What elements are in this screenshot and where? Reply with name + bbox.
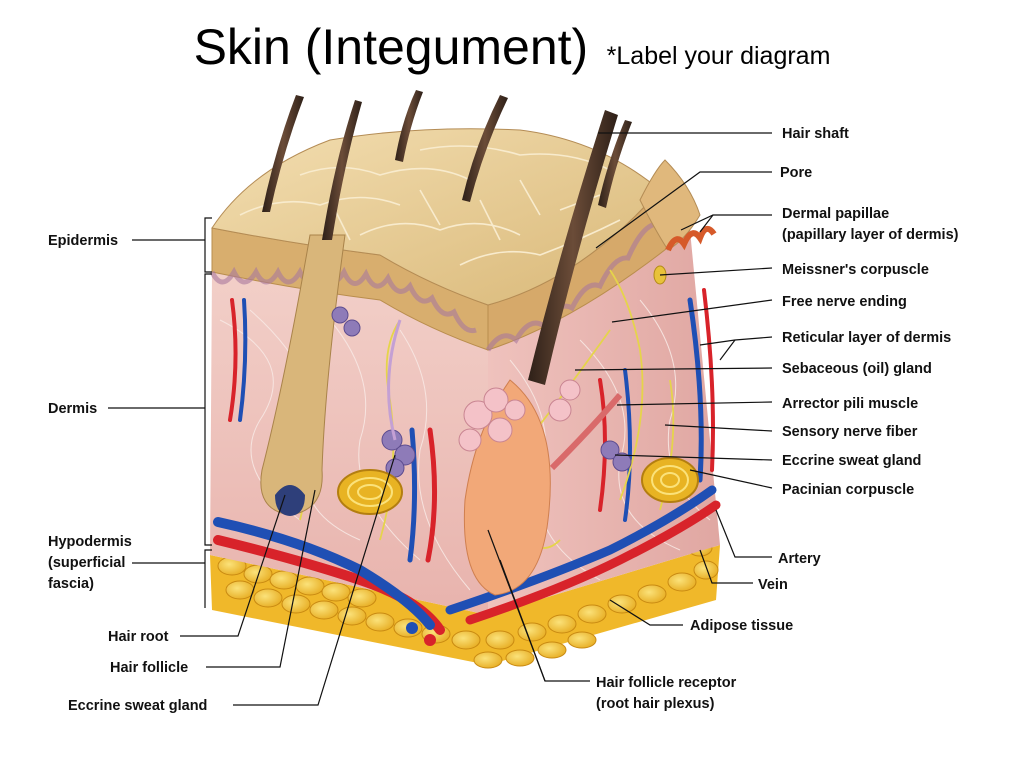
label-free-nerve-ending: Free nerve ending — [782, 294, 907, 310]
label-hair-follicle-receptor: Hair follicle receptor — [596, 675, 737, 691]
label-meissners-corpuscle: Meissner's corpuscle — [782, 262, 929, 278]
dermal-papillae — [665, 225, 717, 252]
hair-bulb — [275, 485, 305, 516]
artery-cross-section — [424, 634, 436, 646]
label-hypodermis-sub1: (superficial — [48, 555, 125, 571]
label-dermal-papillae: Dermal papillae — [782, 206, 889, 222]
page-subtitle: *Label your diagram — [606, 42, 831, 70]
dermis-front-face — [210, 272, 488, 615]
label-eccrine-sweat-gland-bottom: Eccrine sweat gland — [68, 698, 207, 714]
label-eccrine-sweat-gland-right: Eccrine sweat gland — [782, 453, 921, 469]
pacinian-corpuscle — [337, 457, 699, 515]
hair-shaft-central — [528, 110, 618, 385]
arrector-pili-muscle — [549, 393, 623, 471]
label-hypodermis: Hypodermis — [48, 534, 132, 550]
label-pore: Pore — [780, 165, 812, 181]
central-follicle — [463, 379, 551, 596]
label-dermis: Dermis — [48, 401, 97, 417]
title-block: Skin (Integument) *Label your diagram — [0, 18, 1024, 76]
label-reticular-layer: Reticular layer of dermis — [782, 330, 951, 346]
hair-shaft-front — [322, 100, 362, 240]
eccrine-sweat-gland-coil — [331, 306, 632, 478]
label-hair-follicle: Hair follicle — [110, 660, 188, 676]
label-artery: Artery — [778, 551, 821, 567]
sebaceous-gland — [458, 379, 581, 452]
label-root-hair-plexus: (root hair plexus) — [596, 696, 715, 712]
vein-cross-section — [406, 622, 418, 634]
page-title: Skin (Integument) — [193, 19, 589, 75]
label-vein: Vein — [758, 577, 788, 593]
papillary-boundary — [209, 266, 477, 334]
label-hypodermis-sub2: fascia) — [48, 576, 94, 592]
label-epidermis: Epidermis — [48, 233, 118, 249]
label-hair-root: Hair root — [108, 629, 169, 645]
label-hair-shaft: Hair shaft — [782, 126, 849, 142]
label-arrector-pili: Arrector pili muscle — [782, 396, 918, 412]
leader-lines — [108, 132, 773, 706]
surface-hairs — [262, 90, 632, 212]
vein-vessel — [213, 517, 435, 630]
label-sebaceous-gland: Sebaceous (oil) gland — [782, 361, 932, 377]
label-sensory-nerve: Sensory nerve fiber — [782, 424, 918, 440]
label-dermal-papillae-sub: (papillary layer of dermis) — [782, 227, 959, 243]
label-pacinian-corpuscle: Pacinian corpuscle — [782, 482, 914, 498]
label-adipose-tissue: Adipose tissue — [690, 618, 793, 634]
